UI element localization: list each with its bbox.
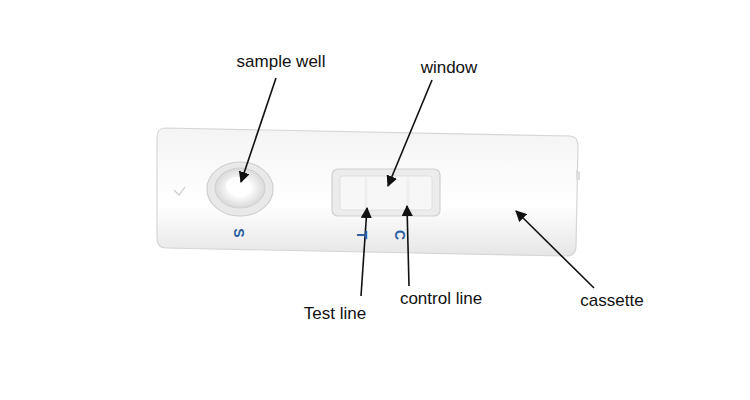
cassette-marking: S (232, 228, 246, 237)
cassette-marking: C (393, 230, 407, 240)
part-label: cassette (580, 291, 643, 311)
part-label: control line (400, 289, 482, 309)
part-label: sample well (237, 52, 326, 72)
cassette-marking: T (355, 231, 369, 240)
part-label: Test line (304, 304, 366, 324)
part-label: window (421, 58, 478, 78)
